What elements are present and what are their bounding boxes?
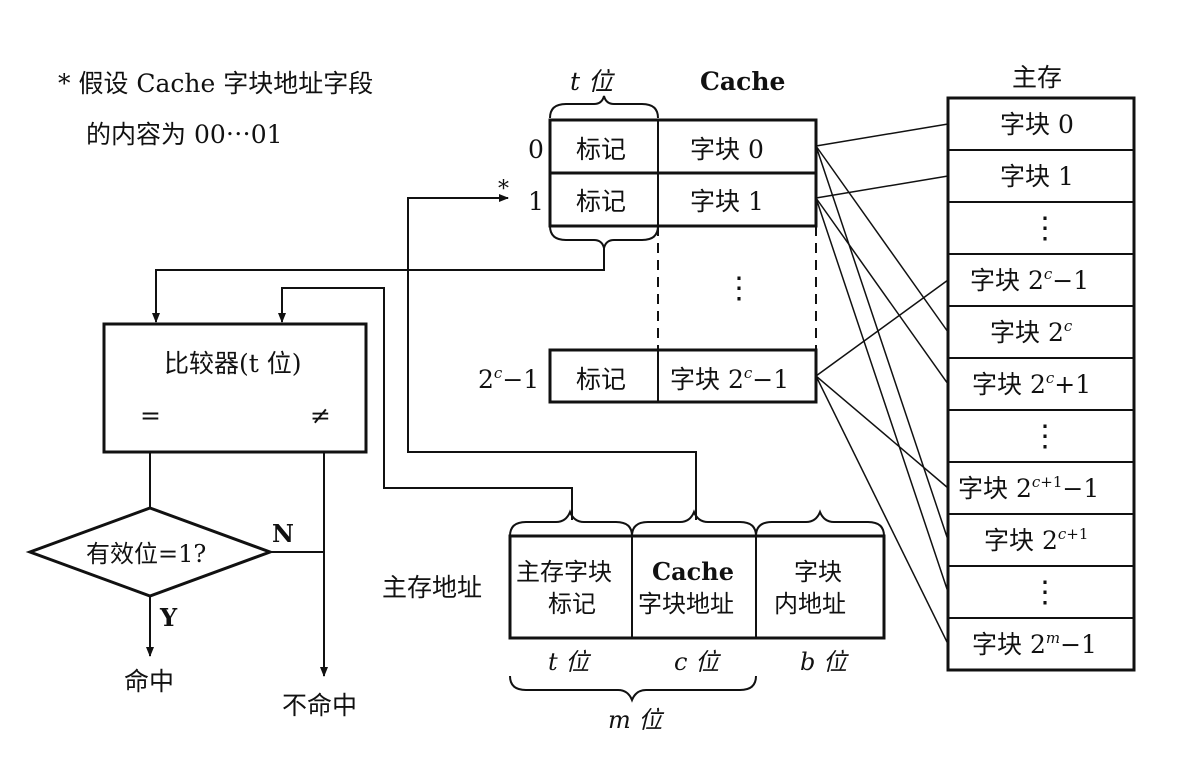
main-ellipsis-1: ⋮	[1030, 211, 1060, 246]
cache-row-tag-0: 标记	[576, 135, 626, 164]
comparator-eq: =	[140, 401, 161, 430]
address-fields	[508, 534, 886, 640]
address-width-b: b 位	[800, 648, 849, 676]
comparator-box	[102, 322, 368, 454]
main-ellipsis-2: ⋮	[1030, 419, 1060, 454]
mapping-lines	[815, 123, 949, 645]
cache-row-block-last: 字块 2c−1	[670, 364, 789, 394]
hit-label: 命中	[124, 667, 174, 696]
main-block-2m-minus-1: 字块 2m−1	[972, 629, 1097, 659]
cache-title: Cache	[700, 67, 785, 96]
address-tag-to-comparator-line	[278, 287, 573, 520]
main-block-2c1-minus-1: 字块 2c+1−1	[958, 473, 1099, 503]
address-cache-brace	[631, 509, 757, 537]
cache-tag-brace-bottom	[549, 225, 659, 249]
main-memory-table	[946, 96, 1136, 672]
cache-ellipsis: ⋮	[724, 271, 754, 306]
note-line-1: * 假设 Cache 字块地址字段	[58, 69, 373, 98]
cache-t-brace-label: t 位	[570, 67, 615, 96]
cache-address-select-line	[407, 194, 697, 520]
main-block-2c-plus-1: 字块 2c+1	[972, 369, 1091, 399]
cache-row-index-1: 1	[528, 187, 544, 216]
comparator-label: 比较器(t 位)	[164, 349, 302, 378]
comparator-neq: ≠	[310, 401, 331, 430]
address-label: 主存地址	[382, 573, 482, 602]
main-memory-title: 主存	[1012, 63, 1062, 92]
miss-label: 不命中	[282, 691, 357, 720]
note-line-2: 的内容为 00⋯01	[86, 120, 283, 149]
cache-row-index-last: 2c−1	[478, 364, 539, 394]
address-field-offset-line2: 内地址	[774, 590, 846, 618]
main-block-2c-minus-1: 字块 2c−1	[970, 265, 1089, 295]
main-block-2c: 字块 2c	[990, 317, 1073, 347]
cache-row-index-0: 0	[528, 135, 544, 164]
main-block-2c1: 字块 2c+1	[984, 525, 1088, 555]
address-offset-brace	[755, 509, 885, 537]
cache-row-tag-last: 标记	[576, 365, 626, 394]
address-tag-brace	[509, 509, 633, 537]
cache-row-tag-1: 标记	[576, 187, 626, 216]
cache-tag-to-comparator-line	[152, 248, 605, 323]
address-field-offset-line1: 字块	[794, 558, 842, 586]
address-width-t: t 位	[548, 648, 591, 676]
cache-row-block-1: 字块 1	[690, 187, 764, 216]
decision-yes: Y	[159, 603, 178, 632]
address-field-cache-line1: Cache	[652, 557, 734, 586]
address-field-tag-line2: 标记	[548, 590, 596, 618]
address-total-brace	[509, 675, 757, 703]
address-field-tag-line1: 主存字块	[516, 558, 612, 586]
address-width-c: c 位	[674, 648, 721, 676]
cache-tag-brace-top	[549, 95, 659, 119]
cache-row-block-0: 字块 0	[690, 135, 764, 164]
decision-label: 有效位=1?	[86, 540, 206, 568]
cache-star: *	[498, 177, 509, 202]
main-block-0: 字块 0	[1000, 110, 1074, 139]
main-block-1: 字块 1	[1000, 162, 1074, 191]
decision-no: N	[272, 519, 294, 548]
address-width-m: m 位	[608, 706, 664, 734]
main-ellipsis-3: ⋮	[1030, 575, 1060, 610]
address-field-cache-line2: 字块地址	[638, 590, 734, 618]
